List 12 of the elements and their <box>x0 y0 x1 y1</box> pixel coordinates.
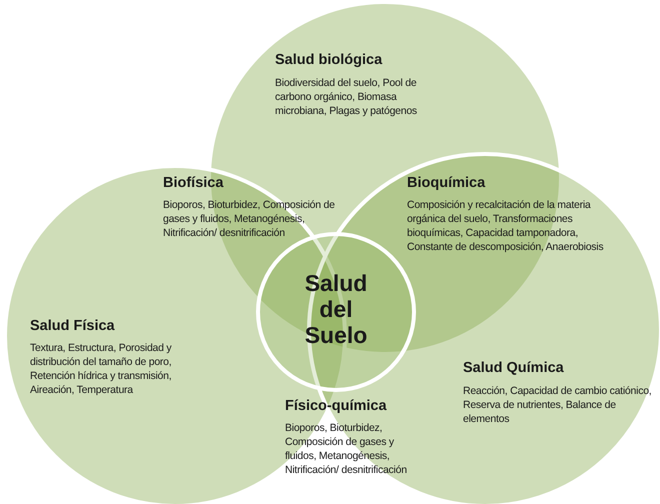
region-description: Biodiversidad del suelo, Pool de carbono orgánico, Biomasa microbiana, Plagas y patógenos <box>275 76 418 118</box>
overlap-heading: Biofísica <box>163 175 224 192</box>
region-description: Reacción, Capacidad de cambio catiónico, Reserva de nutrientes, Balance de elementos <box>463 384 652 426</box>
region-description: Textura, Estructura, Porosidad y distribución del tamaño de poro, Retención hídrica y transmisión, Aireación, Temperatura <box>30 341 172 397</box>
overlap-heading: Bioquímica <box>407 175 486 192</box>
center-title: Salud del Suelo <box>304 270 368 348</box>
region-heading: Salud biológica <box>275 52 384 69</box>
region-heading: Salud Física <box>30 318 116 335</box>
overlap-description: Bioporos, Bioturbidez, Composición de gases y fluidos, Metanogénesis, Nitrificación/ desnitrificación <box>285 421 408 477</box>
overlap-description: Composición y recalcitación de la materia orgánica del suelo, Transformaciones bioquímicas, Capacidad tamponadora, Constante de descomposición, Anaerobiosis <box>407 198 604 254</box>
overlap-heading: Físico-química <box>285 398 388 415</box>
region-heading: Salud Química <box>463 360 565 377</box>
